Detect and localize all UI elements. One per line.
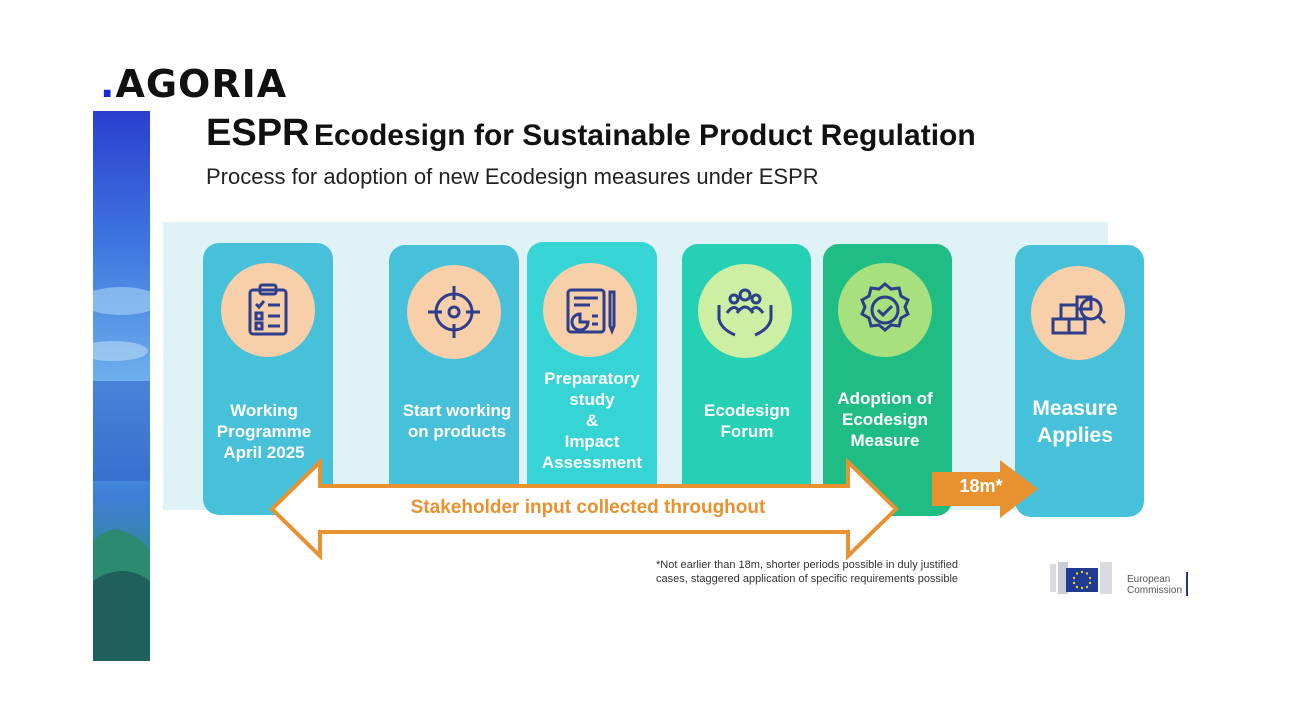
check-badge-icon (860, 282, 910, 332)
step-card-measure-applies: Measure Applies (1015, 245, 1144, 517)
stakeholder-arrow-label: Stakeholder input collected throughout (410, 497, 766, 518)
step-icon-circle (543, 263, 637, 357)
page-subtitle: Process for adoption of new Ecodesign me… (206, 164, 819, 189)
step-icon-circle (838, 263, 932, 357)
hands-people-icon (717, 288, 773, 337)
step-icon-circle (221, 263, 315, 357)
step-label: Preparatory study & Impact Assessment (541, 369, 643, 472)
step-label: Start working on products (402, 401, 512, 441)
stakeholder-double-arrow (269, 458, 899, 560)
page-title: ESPR Ecodesign for Sustainable Product R… (206, 112, 976, 154)
period-arrow (932, 460, 1038, 518)
step-card-ecodesign-forum: Ecodesign Forum (682, 244, 811, 515)
footnote: *Not earlier than 18m, shorter periods p… (656, 559, 959, 585)
step-label: Working Programme April 2025 (216, 401, 312, 462)
european-commission-logo: European Commission (1050, 558, 1190, 598)
step-card-adoption: Adoption of Ecodesign Measure (823, 244, 952, 516)
boxes-magnifier-icon (1051, 295, 1107, 335)
step-card-start-working: Start working on products (389, 245, 519, 515)
sidebar-landscape-image (93, 111, 150, 661)
eu-flag-icon (1050, 562, 1112, 594)
step-label: Ecodesign Forum (704, 401, 790, 441)
ec-logo-line2: Commission (1127, 585, 1183, 596)
clipboard-checklist-icon (248, 283, 288, 336)
step-icon-circle (698, 264, 792, 358)
step-icon-circle (407, 265, 501, 359)
step-card-working-programme: Working Programme April 2025 (203, 243, 333, 515)
report-pencil-icon (566, 288, 616, 336)
ec-logo-divider (1186, 572, 1188, 596)
step-card-preparatory-study: Preparatory study & Impact Assessment (527, 242, 657, 515)
step-icon-circle (1031, 266, 1125, 360)
ec-logo-line1: European (1127, 574, 1171, 585)
target-crosshair-icon (428, 286, 480, 338)
agoria-logo: .AGORIA (100, 62, 288, 106)
step-label: Measure Applies (1032, 397, 1118, 447)
period-arrow-label: 18m* (959, 476, 1003, 496)
step-label: Adoption of Ecodesign Measure (837, 389, 933, 450)
